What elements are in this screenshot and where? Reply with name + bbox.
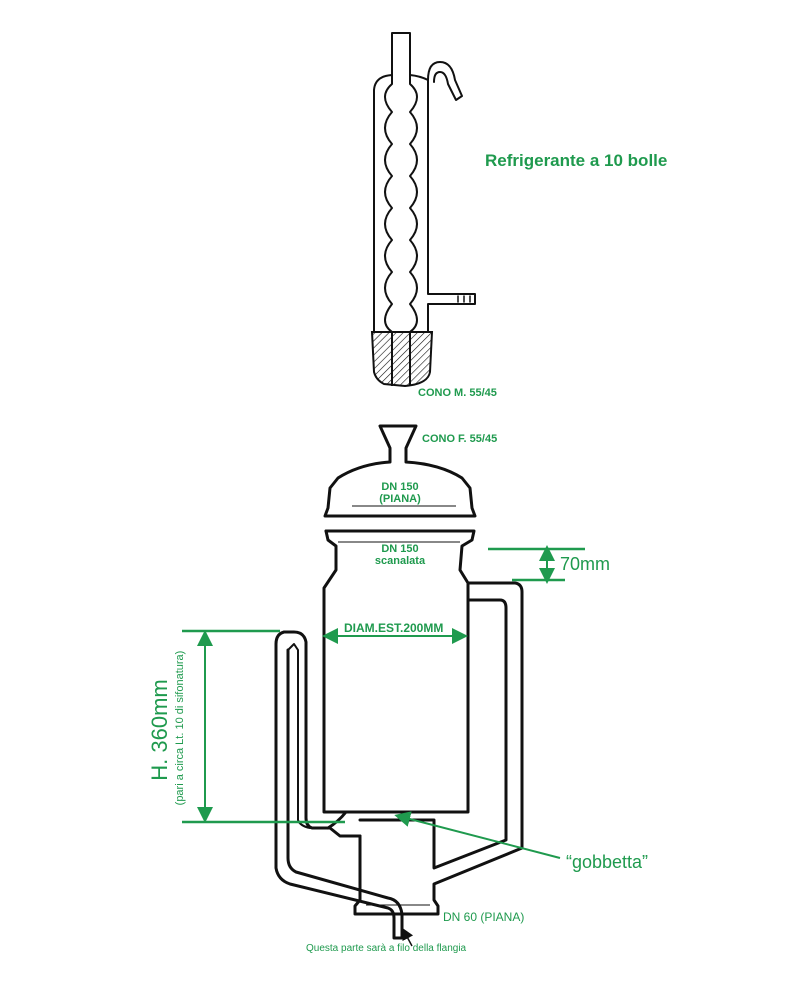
condenser-drawing: [370, 32, 476, 388]
female-cone-label: CONO F. 55/45: [422, 433, 497, 445]
offset-dimension-label: 70mm: [560, 554, 610, 574]
vessel-drawing: [274, 529, 524, 940]
body-flange-label-2: scanalata: [375, 555, 426, 567]
bottom-flange-label: DN 60 (PIANA): [443, 910, 524, 924]
bump-pointer: [394, 811, 561, 859]
male-cone-label: CONO M. 55/45: [418, 387, 497, 399]
height-note: (pari a circa Lt. 10 di sifonatura): [174, 651, 186, 806]
height-label: H. 360mm: [147, 679, 172, 780]
body-flange-label-1: DN 150: [381, 543, 418, 555]
diameter-label: DIAM.EST.200MM: [344, 621, 443, 635]
bottom-note-pointer: [402, 927, 414, 947]
bump-label: “gobbetta”: [566, 852, 648, 872]
lid-flange-label-1: DN 150: [381, 481, 418, 493]
condenser-title: Refrigerante a 10 bolle: [485, 151, 667, 170]
lid-drawing: [323, 424, 477, 518]
lid-flange-label-2: (PIANA): [379, 493, 421, 505]
height-dimension: [182, 629, 345, 824]
bottom-note: Questa parte sarà a filo della flangia: [306, 943, 467, 954]
offset-dimension: [488, 545, 585, 584]
